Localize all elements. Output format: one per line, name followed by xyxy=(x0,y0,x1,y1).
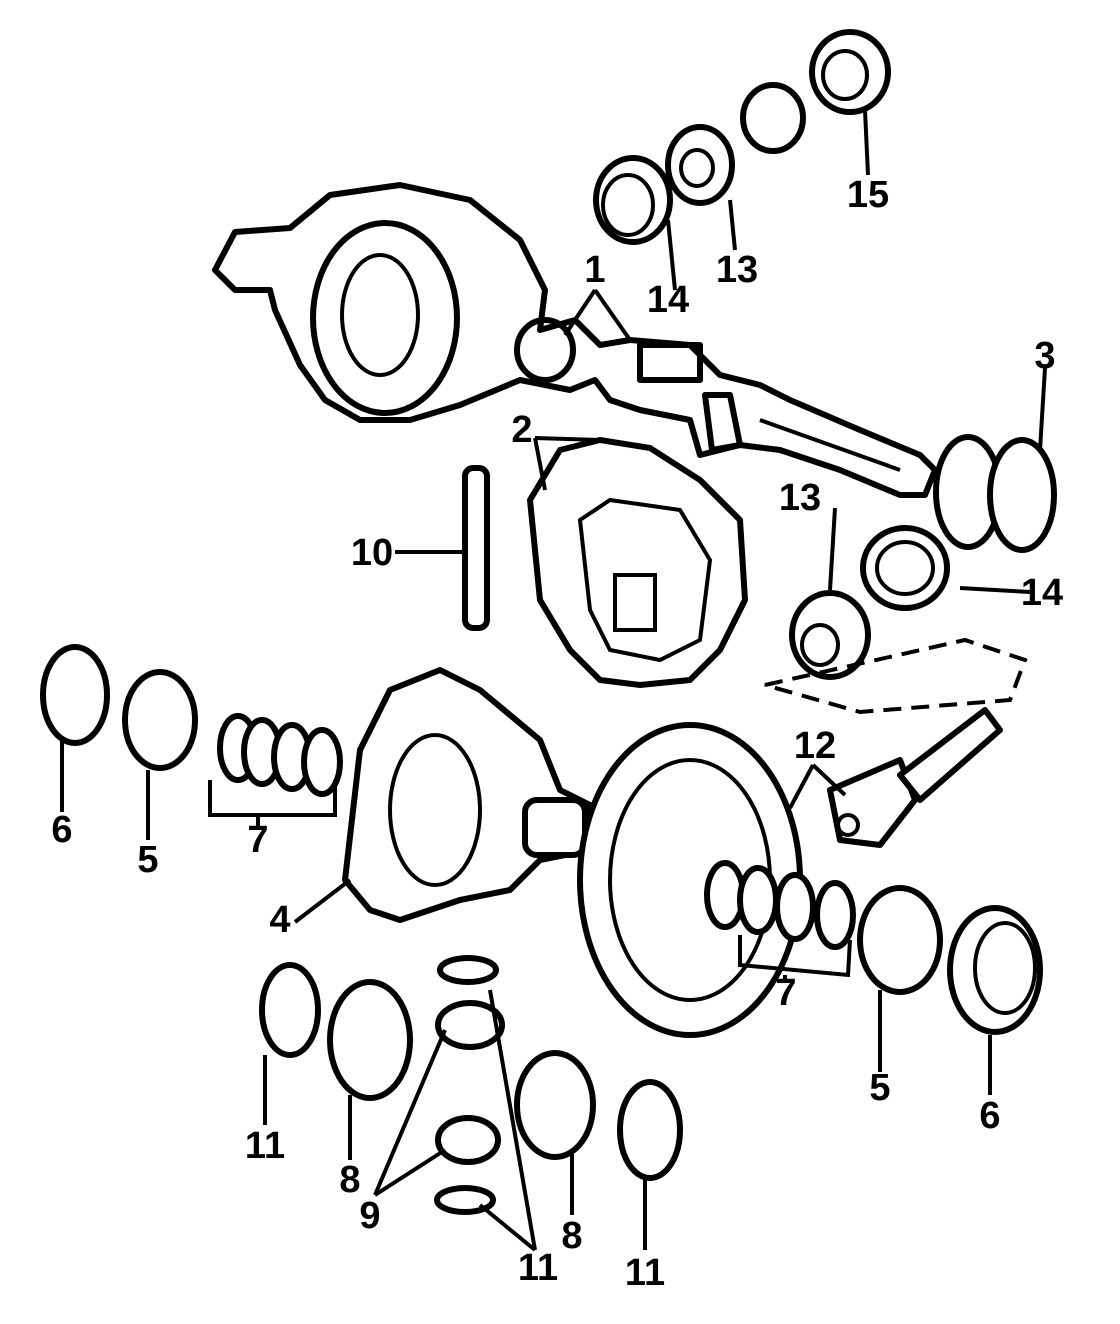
differential-cover xyxy=(527,437,748,688)
callout-6-right: 6 xyxy=(979,1095,1000,1137)
callout-5-left: 5 xyxy=(137,839,158,881)
callout-11-right: 11 xyxy=(625,1252,665,1294)
callout-14-top: 14 xyxy=(647,279,689,321)
differential-case xyxy=(342,667,593,923)
callout-14-mid: 14 xyxy=(1021,572,1063,614)
callout-5-right: 5 xyxy=(869,1067,890,1109)
axle-housing xyxy=(212,182,938,498)
callout-3: 3 xyxy=(1034,335,1055,377)
left-bearing-group xyxy=(40,644,343,817)
leader-lines xyxy=(60,109,1047,1252)
callout-12: 12 xyxy=(794,725,836,767)
callout-11-center: 11 xyxy=(518,1247,558,1289)
callout-1: 1 xyxy=(584,249,605,291)
callout-7-left: 7 xyxy=(247,819,268,861)
pinion-dashed-box xyxy=(764,637,1028,715)
pinion-gear xyxy=(827,707,1003,848)
pinion-bearing-set xyxy=(789,525,950,680)
callout-4: 4 xyxy=(269,899,290,941)
callout-13-mid: 13 xyxy=(779,477,821,519)
callout-13-top: 13 xyxy=(716,249,758,291)
axle-flange xyxy=(933,434,1057,553)
right-bearing-group xyxy=(704,860,1043,1035)
callout-7-right: 7 xyxy=(775,972,796,1014)
callout-8-right: 8 xyxy=(561,1215,582,1257)
callout-10: 10 xyxy=(351,532,393,574)
spider-gear-set xyxy=(259,955,683,1215)
top-bearing-set xyxy=(593,29,891,245)
callout-8-left: 8 xyxy=(339,1159,360,1201)
callout-2: 2 xyxy=(511,409,532,451)
callout-9: 9 xyxy=(359,1195,380,1237)
callouts: 1 2 3 10 4 5 6 7 12 13 14 14 13 15 7 5 6… xyxy=(51,174,1063,1294)
callout-15: 15 xyxy=(847,174,889,216)
cross-pin xyxy=(462,465,490,631)
callout-11-left: 11 xyxy=(245,1125,285,1167)
callout-6-left: 6 xyxy=(51,809,72,851)
